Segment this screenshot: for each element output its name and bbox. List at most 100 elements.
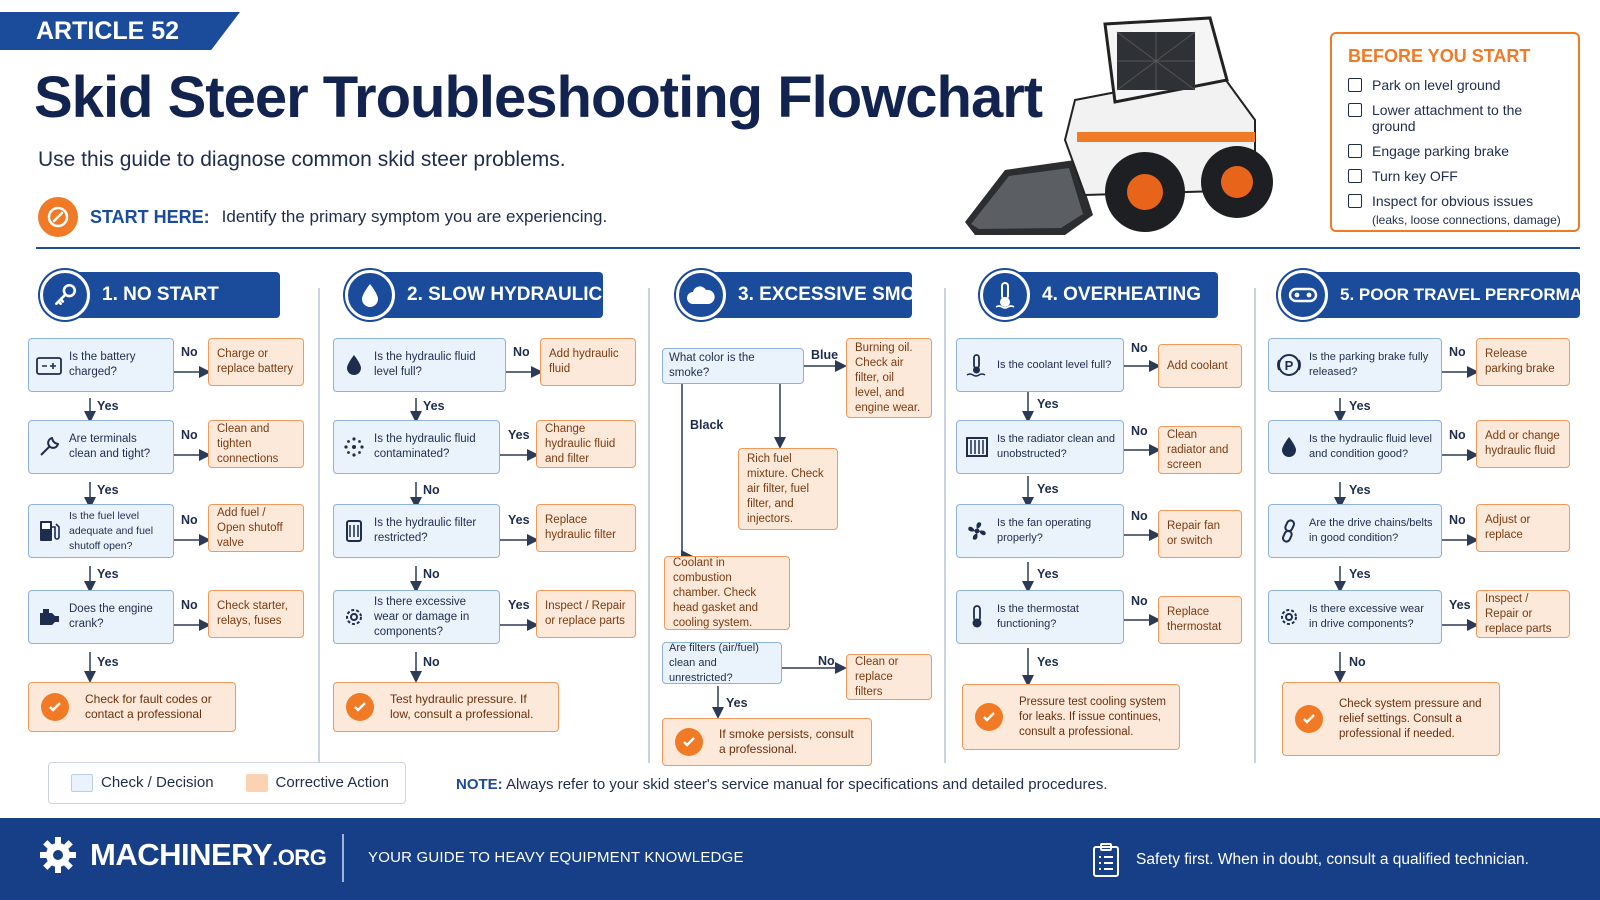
branch-label: No: [1449, 428, 1466, 442]
action-node: Replace thermostat: [1158, 596, 1242, 644]
branch-label: Yes: [508, 513, 530, 527]
decision-node[interactable]: Is the battery charged?: [28, 338, 174, 392]
decision-node[interactable]: Is the hydraulic filter restricted?: [333, 504, 500, 558]
action-node: Coolant in combustion chamber. Check hea…: [664, 556, 790, 630]
down-label: Yes: [1037, 482, 1059, 496]
start-text: Identify the primary symptom you are exp…: [221, 207, 608, 226]
checklist-item[interactable]: Lower attachment to the ground: [1348, 102, 1562, 134]
check-icon: [41, 693, 69, 721]
section-header-overheating: 4. OVERHEATING: [980, 270, 1220, 320]
page-subtitle: Use this guide to diagnose common skid s…: [38, 148, 566, 171]
action-node: Adjust or replace: [1476, 504, 1570, 552]
decision-node[interactable]: What color is the smoke?: [662, 348, 804, 384]
branch-label: No: [181, 598, 198, 612]
checkbox[interactable]: [1348, 194, 1362, 208]
branch-label: No: [1131, 509, 1148, 523]
start-here-row: START HERE: Identify the primary symptom…: [38, 197, 607, 237]
footer-tagline: YOUR GUIDE TO HEAVY EQUIPMENT KNOWLEDGE: [368, 849, 744, 866]
action-node: Add fuel / Open shutoff valve: [208, 504, 304, 552]
section-header-excessive-smoke: 3. EXCESSIVE SMOKE: [676, 270, 942, 320]
checkbox[interactable]: [1348, 78, 1362, 92]
action-node: Clean or replace filters: [846, 654, 932, 700]
action-node: Add hydraulic fluid: [540, 338, 636, 386]
branch-label: Blue: [811, 348, 839, 362]
brand-name: MACHINERY.ORG: [90, 837, 327, 872]
fluid-drop-icon: [1275, 436, 1303, 458]
wrench-icon: [35, 435, 63, 459]
engine-icon: [35, 607, 63, 627]
action-node: Replace hydraulic filter: [536, 504, 636, 552]
footer-logo[interactable]: MACHINERY.ORG: [38, 835, 327, 875]
action-node: Rich fuel mixture. Check air filter, fue…: [738, 448, 838, 530]
branch-label: No: [1131, 594, 1148, 608]
decision-node[interactable]: Is the fan operating properly?: [956, 504, 1124, 558]
coolant-icon: [963, 353, 991, 377]
action-node: Add or change hydraulic fluid: [1476, 420, 1570, 468]
check-icon: [975, 703, 1003, 731]
action-node: Clean radiator and screen: [1158, 426, 1242, 474]
decision-node[interactable]: Is the hydraulic fluid level full?: [333, 338, 506, 392]
decision-node[interactable]: Is the coolant level full?: [956, 338, 1124, 392]
checkbox[interactable]: [1348, 103, 1362, 117]
smoke-cloud-icon: [676, 270, 726, 320]
action-node: Check starter, relays, fuses: [208, 590, 304, 638]
decision-node[interactable]: Are terminals clean and tight?: [28, 420, 174, 474]
clipboard-icon: [1093, 843, 1119, 877]
section-header-slow-hydraulics: 2. SLOW HYDRAULICS: [345, 270, 615, 320]
checklist-item[interactable]: Park on level ground: [1348, 77, 1562, 93]
final-action-node: Check for fault codes or contact a profe…: [28, 682, 236, 732]
thermostat-icon: [963, 605, 991, 629]
final-action-node: Pressure test cooling system for leaks. …: [962, 684, 1180, 750]
action-node: Add coolant: [1158, 344, 1242, 388]
checkbox[interactable]: [1348, 169, 1362, 183]
safety-note: Safety first. When in doubt, consult a q…: [1092, 842, 1529, 878]
start-icon: [38, 197, 78, 237]
action-node: Clean and tighten connections: [208, 420, 304, 468]
decision-node[interactable]: Is the thermostat functioning?: [956, 590, 1124, 644]
chain-icon: [1275, 518, 1303, 544]
down-label: Yes: [1037, 567, 1059, 581]
checklist-item[interactable]: Turn key OFF: [1348, 168, 1562, 184]
decision-node[interactable]: Is the fuel level adequate and fuel shut…: [28, 504, 174, 558]
action-node: Release parking brake: [1476, 338, 1570, 386]
down-label: No: [423, 483, 440, 497]
decision-node[interactable]: Is there excessive wear in drive compone…: [1268, 590, 1442, 644]
skid-steer-illustration: [965, 16, 1273, 235]
decision-node[interactable]: Is the radiator clean and unobstructed?: [956, 420, 1124, 474]
footer: MACHINERY.ORG YOUR GUIDE TO HEAVY EQUIPM…: [0, 818, 1600, 900]
legend-item-check: Check / Decision: [71, 774, 214, 793]
checklist-item[interactable]: Inspect for obvious issues(leaks, loose …: [1348, 193, 1562, 228]
action-node: Inspect / Repair or replace parts: [1476, 590, 1570, 638]
branch-label: No: [1131, 341, 1148, 355]
decision-node[interactable]: P Is the parking brake fully released?: [1268, 338, 1442, 392]
fan-icon: [963, 519, 991, 543]
gear-icon: [340, 605, 368, 629]
decision-node[interactable]: Is the hydraulic fluid level and conditi…: [1268, 420, 1442, 474]
key-icon: [40, 270, 90, 320]
decision-node[interactable]: Are the drive chains/belts in good condi…: [1268, 504, 1442, 558]
page-title: Skid Steer Troubleshooting Flowchart: [34, 65, 1043, 130]
final-action-node: Check system pressure and relief setting…: [1282, 682, 1500, 756]
check-icon: [346, 693, 374, 721]
down-label: Yes: [97, 567, 119, 581]
decision-node[interactable]: Is the hydraulic fluid contaminated?: [333, 420, 500, 474]
action-node: Burning oil. Check air filter, oil level…: [846, 338, 932, 418]
decision-node[interactable]: Are filters (air/fuel) clean and unrestr…: [662, 642, 782, 684]
column-divider: [318, 288, 320, 763]
legend-swatch: [245, 774, 268, 793]
final-action-node: Test hydraulic pressure. If low, consult…: [333, 682, 559, 732]
checkbox[interactable]: [1348, 144, 1362, 158]
down-label: Yes: [423, 399, 445, 413]
checklist-item[interactable]: Engage parking brake: [1348, 143, 1562, 159]
down-label: Yes: [97, 655, 119, 669]
parking-brake-icon: P: [1275, 352, 1303, 378]
footer-divider: [342, 834, 344, 882]
decision-node[interactable]: Is there excessive wear or damage in com…: [333, 590, 500, 644]
down-label: No: [423, 655, 440, 669]
branch-label: No: [181, 428, 198, 442]
branch-label: Yes: [508, 598, 530, 612]
down-label: Yes: [1037, 397, 1059, 411]
section-header-poor-travel: 5. POOR TRAVEL PERFORMANCE: [1278, 270, 1600, 320]
battery-icon: [35, 355, 63, 375]
decision-node[interactable]: Does the engine crank?: [28, 590, 174, 644]
